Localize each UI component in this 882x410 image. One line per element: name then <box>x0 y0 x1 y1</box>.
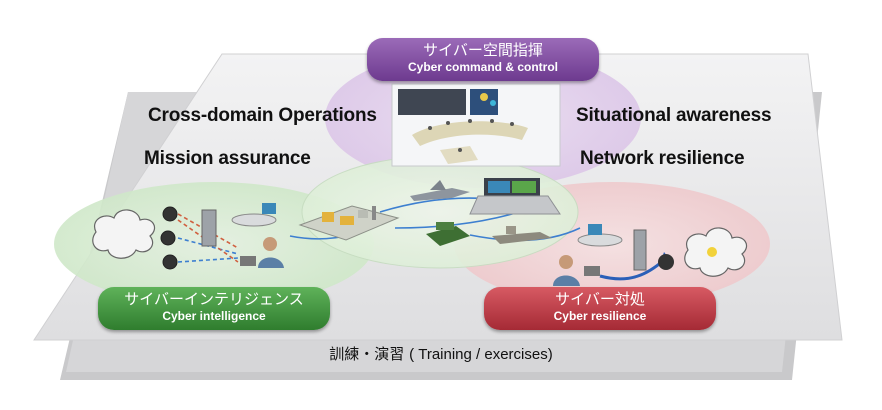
cyber-intelligence-label: サイバーインテリジェンス Cyber intelligence <box>98 287 330 330</box>
cyber-resilience-en: Cyber resilience <box>553 309 647 323</box>
keyword-mission-assurance: Mission assurance <box>144 148 311 169</box>
cyber-command-label: サイバー空間指揮 Cyber command & control <box>367 38 599 81</box>
training-en: ( Training / exercises) <box>409 346 553 363</box>
cloud-icon <box>92 209 155 259</box>
training-jp: 訓練・演習 <box>329 345 405 363</box>
intelligence-scene <box>92 203 284 270</box>
cyber-resilience-jp: サイバー対処 <box>555 290 645 308</box>
cyber-intelligence-en: Cyber intelligence <box>162 309 266 323</box>
firewall-icon <box>633 229 647 271</box>
operations-cluster <box>298 178 561 246</box>
cyber-command-en: Cyber command & control <box>407 60 559 74</box>
operator-icon-right <box>559 255 573 269</box>
keyword-network-resilience: Network resilience <box>580 148 745 169</box>
threat-icons <box>160 206 178 270</box>
cyber-resilience-label: サイバー対処 Cyber resilience <box>484 287 716 330</box>
keyword-situational-awareness: Situational awareness <box>576 105 772 126</box>
server-icon <box>201 209 217 247</box>
command-room-image <box>391 83 561 167</box>
cyber-intelligence-jp: サイバーインテリジェンス <box>124 290 304 308</box>
threat-icon-right <box>658 254 674 270</box>
resilience-scene <box>553 224 747 286</box>
training-label: 訓練・演習 ( Training / exercises) <box>0 343 882 364</box>
keyword-cross-domain: Cross-domain Operations <box>148 105 377 126</box>
cyber-command-jp: サイバー空間指揮 <box>423 41 543 59</box>
operator-icon <box>263 237 277 251</box>
